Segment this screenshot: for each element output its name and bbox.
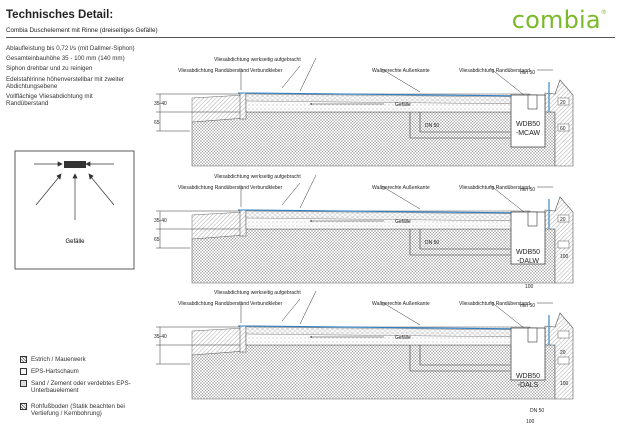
legend-item: EPS-Hartschaum bbox=[31, 368, 79, 375]
page-subtitle: Combia Duschelement mit Rinne (dreiseiti… bbox=[6, 27, 158, 34]
dim-65: 65 bbox=[154, 120, 160, 126]
legend-swatch-sand bbox=[20, 380, 27, 387]
label-vlies-right: Vliesabdichtung Randüberstand bbox=[459, 68, 530, 74]
feature-item: Ablaufleistung bis 0,72 l/s (mit Dallmer… bbox=[6, 45, 135, 52]
plan-view: Gefälle bbox=[14, 150, 135, 270]
label-gefaelle: Gefälle bbox=[395, 219, 411, 225]
label-vlies-right: Vliesabdichtung Randüberstand bbox=[459, 185, 530, 191]
dim-100: 100 bbox=[526, 419, 535, 425]
feature-item: Gesamteinbauhöhe 35 - 100 mm (140 mm) bbox=[6, 55, 125, 62]
label-waage: Waagerechte Außenkante bbox=[372, 185, 430, 191]
dim-65: 65 bbox=[154, 237, 160, 243]
label-waage: Waagerechte Außenkante bbox=[372, 68, 430, 74]
section-mcaw bbox=[156, 57, 574, 167]
dim-60: 60 bbox=[560, 126, 566, 132]
label-gefaelle: Gefälle bbox=[395, 335, 411, 341]
logo-text: combia bbox=[511, 6, 601, 34]
plan-slope-arrows bbox=[34, 161, 115, 220]
dim-20: 20 bbox=[560, 350, 566, 356]
logo-mark: ® bbox=[600, 9, 607, 16]
label-vlies-right: Vliesabdichtung Randüberstand bbox=[459, 301, 530, 307]
header-rule bbox=[6, 37, 615, 38]
dim-35-40: 35-40 bbox=[154, 334, 167, 340]
legend-item: Estrich / Mauerwerk bbox=[31, 356, 86, 363]
plan-outline bbox=[14, 150, 135, 270]
label-vlies-left: Vliesabdichtung Randüberstand bbox=[178, 301, 249, 307]
feature-item: Siphon drehbar und zu reinigen bbox=[6, 65, 93, 72]
label-vlies-left: Vliesabdichtung Randüberstand bbox=[178, 185, 249, 191]
dim-20: 20 bbox=[560, 100, 566, 106]
label-min50: min 50 bbox=[520, 70, 535, 76]
model-name: WDB50 bbox=[516, 121, 540, 128]
label-min50: min 50 bbox=[520, 187, 535, 193]
label-vlies-top: Vliesabdichtung werkseitig aufgebracht bbox=[214, 174, 301, 180]
dim-100: 100 bbox=[560, 254, 569, 260]
model-name: WDB50 bbox=[516, 249, 540, 256]
label-gefaelle: Gefälle bbox=[395, 102, 411, 108]
page-title: Technisches Detail: bbox=[6, 9, 114, 21]
dim-35-40: 35-40 bbox=[154, 218, 167, 224]
label-dn50: DN 50 bbox=[425, 123, 439, 129]
label-verbund: Verbundkleber bbox=[250, 185, 283, 191]
feature-item: Vollflächige Vliesabdichtung mit Randübe… bbox=[6, 93, 93, 107]
model-name: WDB50 bbox=[516, 373, 540, 380]
model-suffix: -DALS bbox=[518, 382, 539, 389]
label-verbund: Verbundkleber bbox=[250, 68, 283, 74]
label-vlies-top: Vliesabdichtung werkseitig aufgebracht bbox=[214, 290, 301, 296]
plan-slope-label: Gefälle bbox=[65, 239, 85, 245]
section-dals bbox=[156, 291, 573, 399]
legend-swatch-estrich bbox=[20, 356, 27, 363]
dim-35-40: 35-40 bbox=[154, 101, 167, 107]
section-dalw bbox=[156, 175, 573, 283]
legend-item: Sand / Zement oder verdebtes EPS-Unterba… bbox=[31, 380, 131, 394]
label-min50: min 50 bbox=[520, 303, 535, 309]
combia-logo: combia® bbox=[512, 6, 607, 34]
dim-20: 20 bbox=[560, 217, 566, 223]
model-suffix: -DALW bbox=[517, 258, 539, 265]
model-suffix: -MCAW bbox=[516, 130, 541, 137]
label-vlies-left: Vliesabdichtung Randüberstand bbox=[178, 68, 249, 74]
plan-channel bbox=[64, 161, 86, 168]
label-waage: Waagerechte Außenkante bbox=[372, 301, 430, 307]
dim-100: 100 bbox=[560, 381, 569, 387]
legend-swatch-rohfussboden bbox=[20, 403, 27, 410]
label-dn50: DN 50 bbox=[425, 240, 439, 246]
label-dn50: DN 50 bbox=[530, 408, 544, 414]
feature-item: Edelstahlrinne höhenverstellbar mit zwei… bbox=[6, 76, 124, 90]
legend-item: Rohfußboden (Statik beachten bei Vertief… bbox=[31, 403, 125, 417]
label-verbund: Verbundkleber bbox=[250, 301, 283, 307]
label-vlies-top: Vliesabdichtung werkseitig aufgebracht bbox=[214, 57, 301, 63]
legend-swatch-eps bbox=[20, 368, 27, 375]
dim-100: 100 bbox=[525, 284, 534, 290]
